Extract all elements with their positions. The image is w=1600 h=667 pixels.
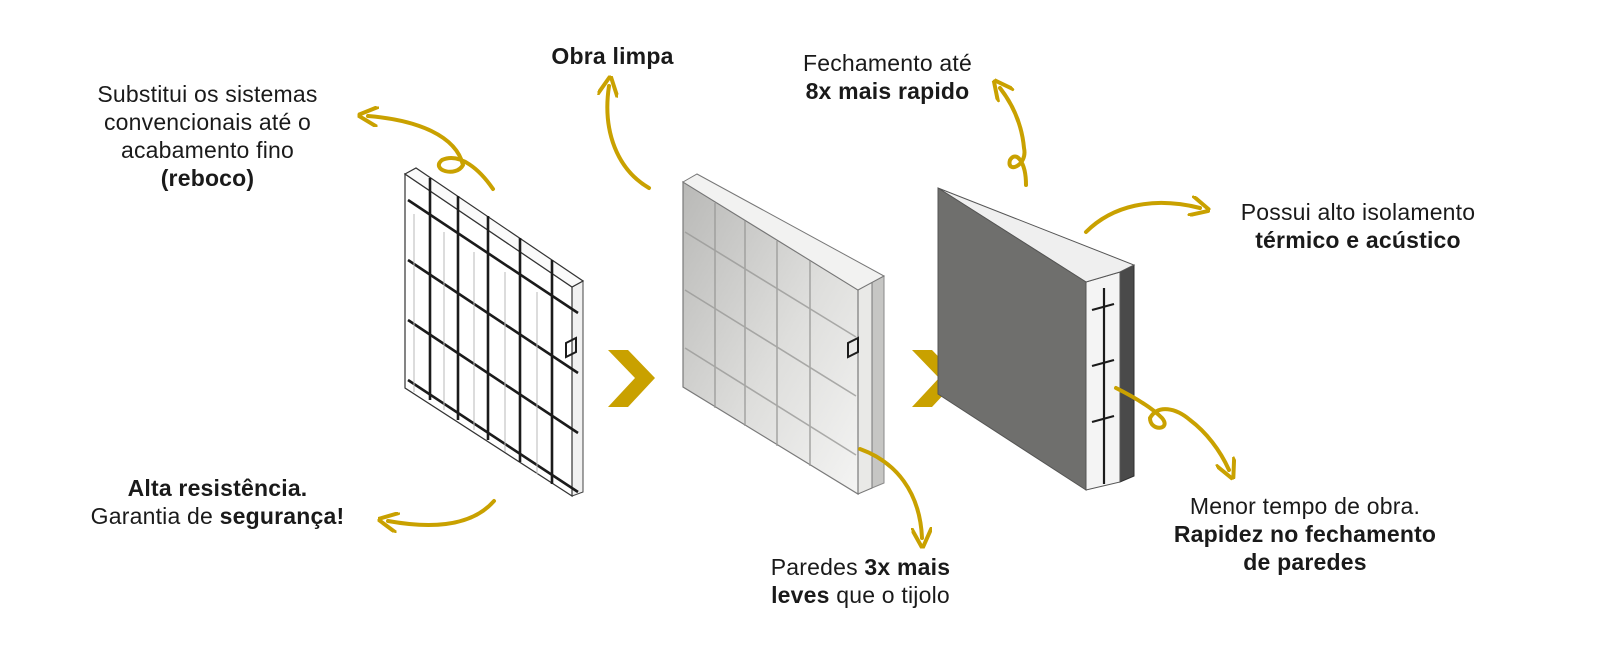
label-tempo-bold2: Rapidez no fechamento — [1173, 521, 1437, 547]
callout-arrow-isolamento — [1084, 203, 1200, 234]
label-isolamento-line2: térmico e acústico — [1203, 226, 1513, 254]
label-tempo-line2: Rapidez no fechamento — [1140, 520, 1470, 548]
callout-arrow-resistencia — [388, 499, 496, 525]
label-paredes-bold2: leves — [771, 582, 830, 608]
label-paredes-suffix: que o tijolo — [829, 582, 950, 608]
label-isolamento-bold: térmico e acústico — [1255, 227, 1461, 253]
label-substitui-line2: convencionais até o — [103, 109, 312, 135]
label-paredes: Paredes 3x mais leves que o tijolo — [738, 553, 983, 609]
callout-arrow-obra-limpa — [607, 86, 651, 190]
label-resistencia: Alta resistência. Garantia de segurança! — [55, 474, 380, 530]
callout-arrows — [368, 86, 1229, 538]
label-isolamento-line1: Possui alto isolamento — [1240, 199, 1476, 225]
label-fechamento-line2: 8x mais rapido — [770, 77, 1005, 105]
callout-arrow-substitui — [368, 116, 495, 191]
label-paredes-line2: leves que o tijolo — [738, 581, 983, 609]
label-resistencia-bold: Alta resistência. — [127, 475, 308, 501]
label-paredes-bold1: 3x mais — [864, 554, 951, 580]
label-obra-limpa-text: Obra limpa — [551, 43, 674, 69]
eps-core-with-mesh — [403, 167, 585, 498]
callout-arrow-paredes — [858, 447, 922, 538]
label-resistencia-emph: segurança! — [219, 503, 345, 529]
panel-finished — [937, 187, 1136, 491]
label-paredes-prefix: Paredes — [770, 554, 865, 580]
label-tempo-bold3: de paredes — [1243, 549, 1367, 575]
label-substitui-line4: (reboco) — [50, 164, 365, 192]
label-substitui-line1: Substitui os sistemas — [97, 81, 318, 107]
label-fechamento-line1: Fechamento até — [802, 50, 972, 76]
label-resistencia-line1: Alta resistência. — [55, 474, 380, 502]
label-resistencia-prefix: Garantia de — [90, 503, 220, 529]
panel-semi-finished — [682, 173, 886, 496]
callout-arrow-fechamento — [1000, 88, 1028, 187]
label-fechamento-bold: 8x mais rapido — [805, 78, 970, 104]
label-substitui: Substitui os sistemas convencionais até … — [50, 80, 365, 192]
label-obra-limpa: Obra limpa — [525, 42, 700, 70]
label-substitui-bold: (reboco) — [160, 165, 255, 191]
label-tempo: Menor tempo de obra. Rapidez no fechamen… — [1140, 492, 1470, 576]
callout-arrow-tempo — [1114, 386, 1229, 470]
label-isolamento: Possui alto isolamento térmico e acústic… — [1203, 198, 1513, 254]
label-paredes-line1: Paredes 3x mais — [738, 553, 983, 581]
label-fechamento: Fechamento até 8x mais rapido — [770, 49, 1005, 105]
chevron-right-icon — [608, 350, 655, 407]
label-tempo-line1: Menor tempo de obra. — [1189, 493, 1421, 519]
label-tempo-line3: de paredes — [1140, 548, 1470, 576]
label-substitui-line3: acabamento fino — [120, 137, 295, 163]
label-resistencia-line2: Garantia de segurança! — [55, 502, 380, 530]
